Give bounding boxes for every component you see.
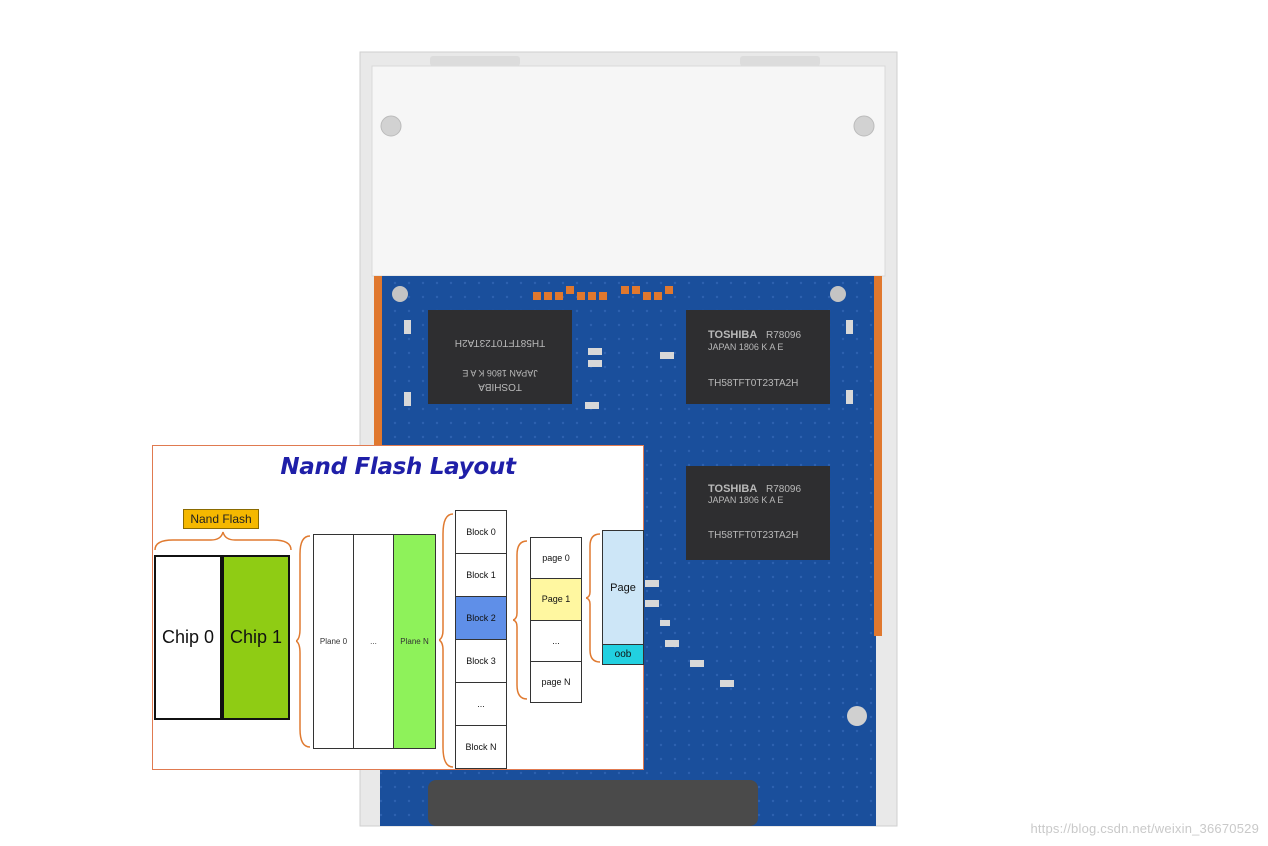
svg-text:JAPAN 1806 K A E: JAPAN 1806 K A E [708,495,783,505]
page-0: page 0 [531,538,581,579]
block-list: Block 0 Block 1 Block 2 Block 3 ... Bloc… [455,510,507,769]
watermark: https://blog.csdn.net/weixin_36670529 [1030,821,1259,836]
svg-text:JAPAN 1806 K A E: JAPAN 1806 K A E [708,342,783,352]
svg-text:TOSHIBA: TOSHIBA [478,381,522,392]
svg-text:R78096: R78096 [766,484,801,495]
page-ellipsis: ... [531,619,581,661]
block-1: Block 1 [456,553,506,596]
svg-text:TH58TFT0T23TA2H: TH58TFT0T23TA2H [708,530,798,541]
nand-flash-label: Nand Flash [183,509,259,529]
svg-text:JAPAN 1806 K A E: JAPAN 1806 K A E [462,368,537,378]
block-0: Block 0 [456,511,506,553]
diagram-title: Nand Flash Layout [280,454,516,480]
plane-n: Plane N [393,535,435,748]
page-to-detail-brace [586,533,601,663]
page-1: Page 1 [531,578,581,620]
nand-flash-brace [154,531,292,551]
page-detail: Page oob [602,530,644,665]
svg-text:TOSHIBA: TOSHIBA [708,483,757,495]
nand-chip-top-left: TH58TFT0T23TA2H JAPAN 1806 K A E TOSHIBA [428,310,572,404]
plane-0: Plane 0 [314,535,353,748]
svg-text:TH58TFT0T23TA2H: TH58TFT0T23TA2H [455,337,545,348]
nand-flash-layout-diagram: Nand Flash Layout Nand Flash Chip 0 Chip… [152,445,644,770]
nand-chip-top-right: TOSHIBA R78096 JAPAN 1806 K A E TH58TFT0… [686,310,830,404]
chip-1: Chip 1 [222,555,290,720]
page-list: page 0 Page 1 ... page N [530,537,582,703]
plane-to-block-brace [439,513,454,768]
block-n: Block N [456,725,506,768]
block-to-page-brace [513,540,528,700]
plane-group: Plane 0 ... Plane N [313,534,436,749]
nand-chip-bottom-right: TOSHIBA R78096 JAPAN 1806 K A E TH58TFT0… [686,466,830,560]
svg-text:TOSHIBA: TOSHIBA [708,329,757,341]
svg-text:R78096: R78096 [766,330,801,341]
chip-0: Chip 0 [154,555,222,720]
block-3: Block 3 [456,639,506,682]
page-n: page N [531,660,581,702]
svg-text:TH58TFT0T23TA2H: TH58TFT0T23TA2H [708,378,798,389]
page-data-area: Page [603,531,643,644]
block-ellipsis: ... [456,682,506,725]
block-2: Block 2 [456,596,506,639]
chip-to-plane-brace [296,535,311,748]
plane-ellipsis: ... [353,535,393,748]
page-oob-area: oob [603,644,643,664]
